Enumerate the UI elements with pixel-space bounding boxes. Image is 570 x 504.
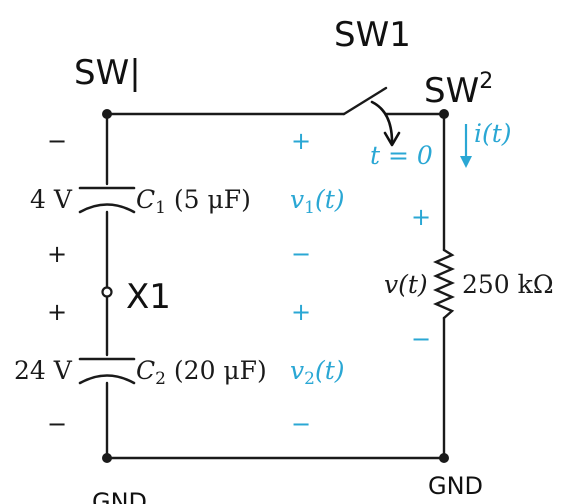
- node-top-left: [102, 109, 112, 119]
- c1-plus-sign: +: [47, 240, 67, 268]
- c1-plate-bottom: [78, 203, 136, 214]
- node-bottom-right: [439, 453, 449, 463]
- switch-arrow-head: [383, 131, 401, 147]
- nodes: [101, 109, 449, 463]
- v-label: v(t): [384, 270, 428, 299]
- current-label: i(t): [474, 119, 512, 148]
- handwritten-sw2: SW2: [424, 69, 493, 111]
- v1-label: v1(t): [290, 185, 345, 218]
- c1-label: C1 (5 μF): [136, 185, 251, 218]
- v1-minus-sign: −: [291, 240, 311, 268]
- switch-time-label: t = 0: [370, 141, 433, 170]
- switch-arrow: [370, 100, 394, 144]
- wires: [105, 86, 446, 460]
- switch-blade: [342, 86, 388, 116]
- handwritten-sw1-left: SW|: [74, 53, 141, 93]
- c2-plate-bottom: [78, 374, 136, 385]
- v-plus-sign: +: [411, 203, 431, 231]
- handwritten-x1: X1: [126, 277, 171, 317]
- node-x1: [101, 286, 113, 298]
- handwritten-gnd-right: GND: [428, 472, 483, 500]
- v2-minus-sign: −: [291, 410, 311, 438]
- c1-voltage-label: 4 V: [30, 185, 73, 214]
- resistor-symbol: [433, 248, 455, 320]
- v2-label: v2(t): [290, 356, 345, 389]
- c2-voltage-label: 24 V: [14, 356, 73, 385]
- capacitor-c2: [78, 357, 136, 385]
- c2-plus-sign: +: [47, 298, 67, 326]
- c2-label: C2 (20 μF): [136, 356, 267, 389]
- v2-plus-sign: +: [291, 298, 311, 326]
- c1-minus-sign: −: [47, 127, 67, 155]
- handwritten-sw1-top: SW1: [334, 15, 411, 55]
- c2-minus-sign: −: [47, 410, 67, 438]
- node-top-right: [439, 109, 449, 119]
- v-minus-sign: −: [411, 325, 431, 353]
- v1-plus-sign: +: [291, 127, 311, 155]
- capacitor-c1: [78, 186, 136, 214]
- resistor-label: 250 kΩ: [462, 270, 554, 299]
- handwritten-gnd-left: GND: [92, 488, 147, 504]
- current-arrow-head: [460, 156, 472, 168]
- node-bottom-left: [102, 453, 112, 463]
